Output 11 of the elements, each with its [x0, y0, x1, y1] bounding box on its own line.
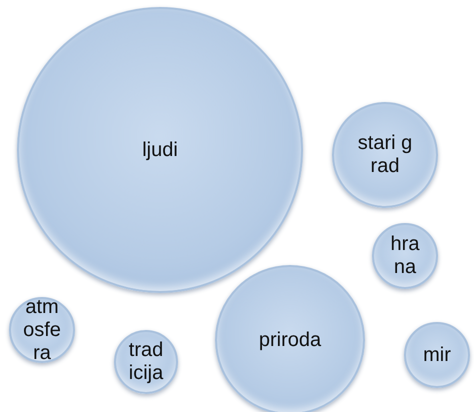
bubble [404, 322, 470, 388]
bubble-label: priroda [258, 328, 322, 352]
bubble [9, 297, 75, 363]
bubble-label: tradicija [128, 339, 164, 385]
bubble-label: atmosfera [22, 296, 62, 364]
bubble-label: hrana [390, 233, 420, 279]
bubble [372, 223, 438, 289]
bubble-label: ljudi [141, 138, 179, 162]
bubble-label: stari grad [356, 132, 414, 178]
bubble [114, 330, 178, 394]
bubble-label: mir [422, 344, 452, 366]
